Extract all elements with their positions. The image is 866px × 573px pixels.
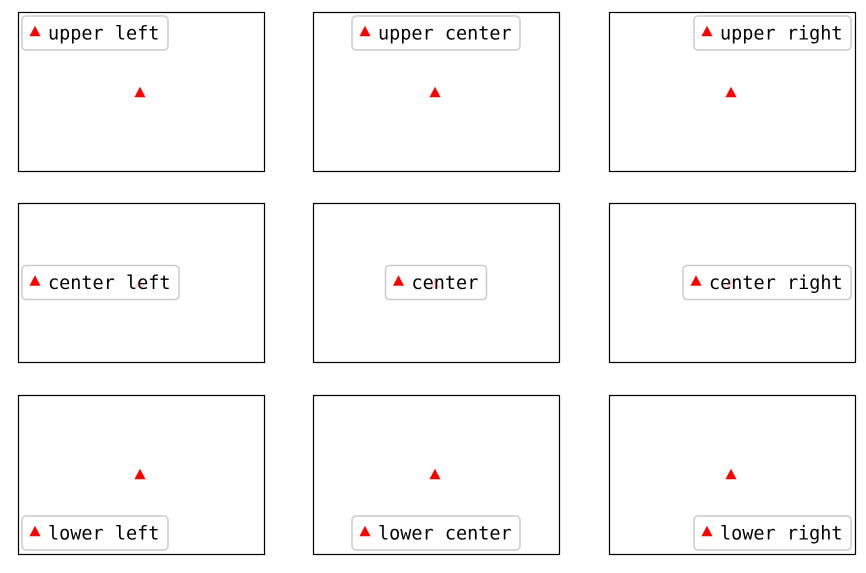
legend: lower center bbox=[351, 515, 521, 551]
legend: lower left bbox=[21, 515, 169, 551]
legend-label: lower center bbox=[378, 524, 512, 545]
legend-marker bbox=[359, 525, 371, 537]
legend-marker bbox=[393, 275, 404, 286]
legend-frame bbox=[693, 15, 852, 51]
legend-marker bbox=[690, 275, 702, 286]
subplot-upper-right: upper right bbox=[608, 11, 857, 173]
legend-frame bbox=[21, 264, 180, 301]
legend-label: upper right bbox=[720, 24, 843, 45]
data-point bbox=[134, 468, 146, 480]
legend: center left bbox=[21, 264, 180, 301]
legend-frame bbox=[384, 264, 488, 301]
legend-marker bbox=[29, 275, 41, 286]
subplot-lower-left: lower left bbox=[17, 394, 266, 556]
legend-frame bbox=[21, 515, 169, 551]
legend-label: upper left bbox=[48, 24, 159, 45]
legend: upper left bbox=[21, 15, 169, 51]
legend-marker bbox=[29, 25, 41, 37]
subplot-lower-center: lower center bbox=[312, 394, 561, 556]
legend-frame bbox=[351, 515, 521, 551]
legend-label: lower left bbox=[48, 524, 159, 545]
legend: lower right bbox=[693, 515, 852, 551]
legend: upper right bbox=[693, 15, 852, 51]
data-point bbox=[725, 86, 737, 98]
subplot-lower-right: lower right bbox=[608, 394, 857, 556]
data-point bbox=[134, 86, 146, 98]
legend: center bbox=[384, 264, 488, 301]
legend-label: upper center bbox=[378, 24, 512, 45]
legend: center right bbox=[682, 264, 852, 301]
legend: upper center bbox=[351, 15, 521, 51]
legend-marker bbox=[701, 525, 713, 537]
legend-label: center bbox=[412, 273, 479, 294]
legend-frame bbox=[351, 15, 521, 51]
data-point bbox=[429, 86, 441, 98]
subplot-upper-left: upper left bbox=[17, 11, 266, 173]
legend-marker bbox=[701, 25, 713, 37]
data-point bbox=[725, 468, 737, 480]
subplot-upper-center: upper center bbox=[312, 11, 561, 173]
subplot-center: center bbox=[312, 202, 561, 364]
legend-frame bbox=[682, 264, 852, 301]
subplot-center-left: center left bbox=[17, 202, 266, 364]
legend-label: center left bbox=[48, 273, 171, 294]
legend-marker bbox=[29, 525, 41, 537]
legend-frame bbox=[693, 515, 852, 551]
data-point bbox=[429, 468, 441, 480]
legend-label: center right bbox=[709, 273, 843, 294]
legend-marker bbox=[359, 25, 371, 37]
subplot-center-right: center right bbox=[608, 202, 857, 364]
legend-label: lower right bbox=[720, 524, 843, 545]
legend-frame bbox=[21, 15, 169, 51]
